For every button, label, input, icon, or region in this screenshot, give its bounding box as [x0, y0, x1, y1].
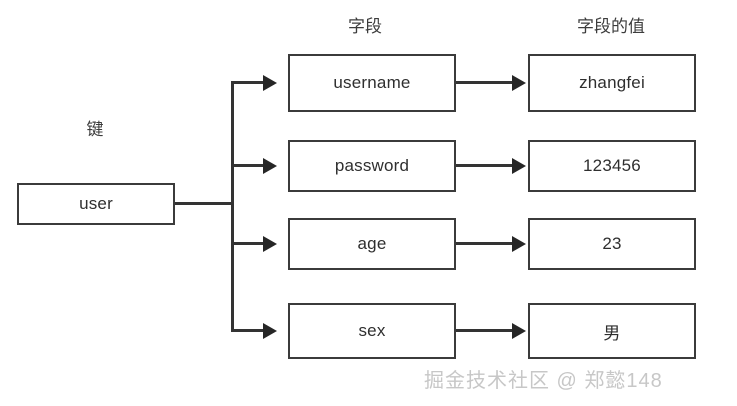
- connector-branch-arm-password: [231, 164, 265, 167]
- node-value-zhangfei: zhangfei: [528, 54, 696, 112]
- connector-branch-arm-sex: [231, 329, 265, 332]
- node-field-age: age: [288, 218, 456, 270]
- node-value-23: 23: [528, 218, 696, 270]
- connector-value-arm-age: [456, 242, 514, 245]
- connector-value-arm-sex: [456, 329, 514, 332]
- node-value-nan: 男: [528, 303, 696, 359]
- arrowhead-branch-password: [263, 158, 277, 174]
- arrowhead-branch-age: [263, 236, 277, 252]
- arrowhead-value-password: [512, 158, 526, 174]
- arrowhead-value-age: [512, 236, 526, 252]
- arrowhead-value-sex: [512, 323, 526, 339]
- connector-branch-arm-username: [231, 81, 265, 84]
- node-field-password: password: [288, 140, 456, 192]
- connector-value-arm-password: [456, 164, 514, 167]
- watermark-text: 掘金技术社区 @ 郑懿148: [424, 370, 663, 392]
- node-key-user: user: [17, 183, 175, 225]
- arrowhead-branch-sex: [263, 323, 277, 339]
- connector-trunk-stem: [175, 202, 234, 205]
- column-label-key: 键: [86, 120, 104, 139]
- arrowhead-value-username: [512, 75, 526, 91]
- connector-trunk-bus: [231, 81, 234, 332]
- column-label-field: 字段: [348, 17, 382, 36]
- connector-value-arm-username: [456, 81, 514, 84]
- node-field-sex: sex: [288, 303, 456, 359]
- connector-branch-arm-age: [231, 242, 265, 245]
- arrowhead-branch-username: [263, 75, 277, 91]
- column-label-field-value: 字段的值: [577, 17, 645, 36]
- node-field-username: username: [288, 54, 456, 112]
- node-value-123456: 123456: [528, 140, 696, 192]
